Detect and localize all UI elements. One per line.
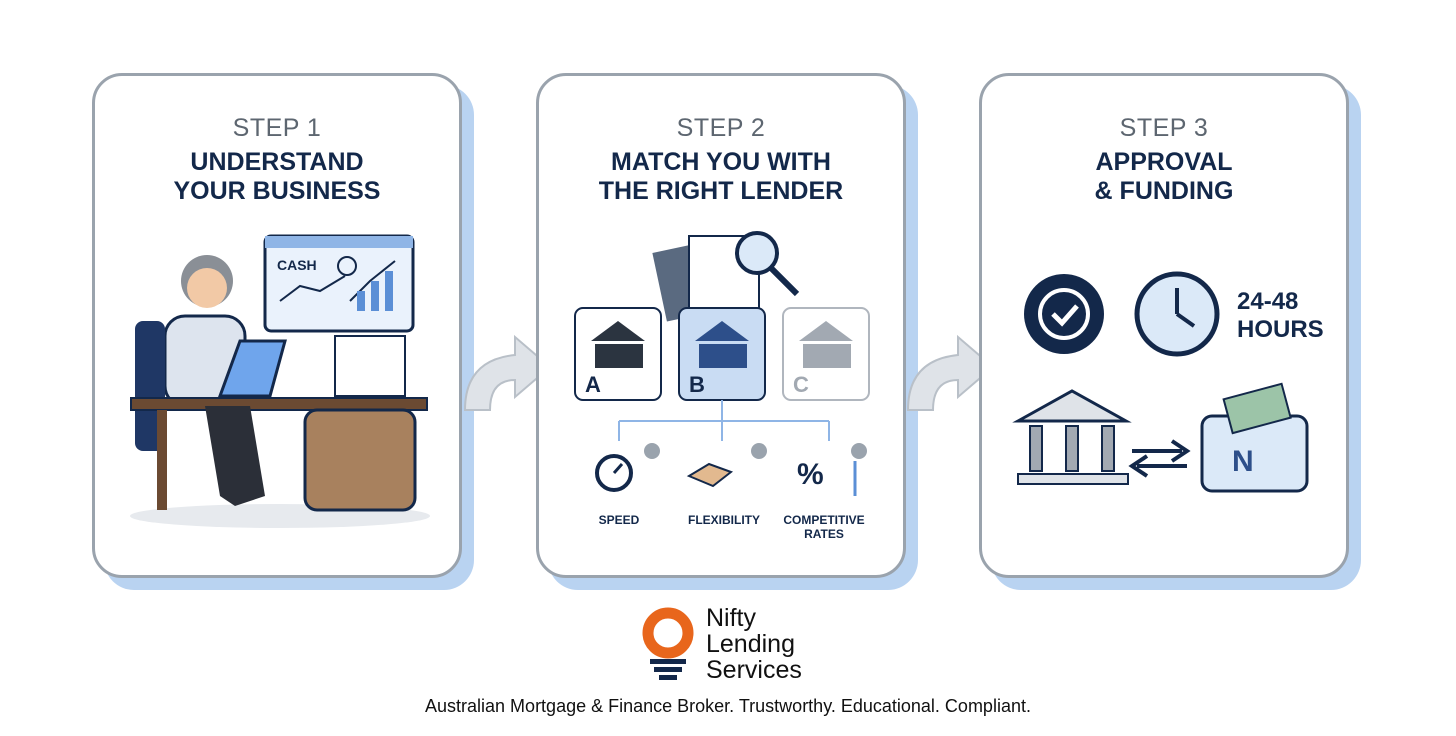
- lender-a: [574, 307, 662, 401]
- broker-at-desk-illustration: CASH: [130, 234, 430, 528]
- feature-flexibility: FLEXIBILITY: [688, 513, 760, 527]
- approved-badge-icon: [1024, 274, 1104, 354]
- percent-icon: %: [797, 458, 824, 491]
- step-label: STEP 1: [232, 114, 322, 142]
- svg-text:N: N: [1232, 445, 1254, 478]
- next-step-arrow-icon: [463, 334, 552, 411]
- handshake-icon: [686, 462, 734, 488]
- nifty-logo-icon: [642, 607, 694, 680]
- step-label: STEP 2: [676, 114, 766, 142]
- step-label: STEP 3: [1119, 114, 1209, 142]
- svg-text:A: A: [585, 372, 601, 397]
- svg-text:B: B: [689, 372, 705, 397]
- lender-matching-illustration: A B C %: [574, 231, 870, 496]
- lender-b: [678, 307, 766, 401]
- stopwatch-icon: [595, 454, 633, 492]
- approval-funding-illustration: N: [1012, 271, 1309, 493]
- lender-c: [782, 307, 870, 401]
- feature-competitive-rates: COMPETITIVE RATES: [783, 513, 865, 541]
- bank-icon: [1012, 389, 1132, 423]
- step-title: APPROVAL& FUNDING: [1094, 148, 1234, 205]
- feature-speed: SPEED: [598, 513, 640, 527]
- svg-text:C: C: [793, 372, 809, 397]
- cash-label: CASH: [277, 257, 317, 273]
- next-step-arrow-icon: [906, 334, 995, 411]
- exchange-arrows-icon: [1128, 439, 1191, 478]
- tagline: Australian Mortgage & Finance Broker. Tr…: [425, 696, 1031, 716]
